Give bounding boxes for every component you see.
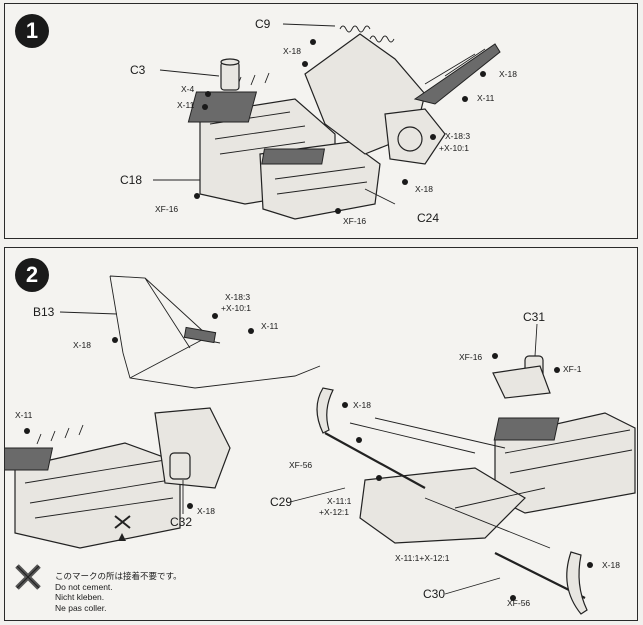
label-x18-top: X-18 (283, 46, 301, 56)
step-number-badge: 1 (15, 14, 49, 48)
label-c32: C32 (170, 515, 192, 529)
left-gearbox (154, 407, 231, 489)
label-x12-1: +X-12:1 (319, 507, 349, 517)
label-x10-1: +X-10:1 (221, 303, 251, 313)
spring-c9 (339, 25, 371, 33)
label-c29: C29 (270, 495, 292, 509)
label-x18-b13: X-18 (73, 340, 91, 350)
label-x18-mid: X-18 (415, 184, 433, 194)
note-en: Do not cement. (55, 581, 113, 592)
label-x11-1: X-11:1 (327, 496, 352, 506)
rollbar-b13 (109, 275, 206, 354)
step-number-badge: 2 (15, 258, 49, 292)
label-xf16-bottom: XF-16 (343, 216, 366, 226)
label-x18-c32: X-18 (197, 506, 215, 516)
label-x11-right: X-11 (477, 93, 495, 103)
label-x11-top: X-11 (261, 321, 279, 331)
label-xf16: XF-16 (459, 352, 482, 362)
note-jp: このマークの所は接着不要です。 (55, 571, 182, 581)
part-c32 (169, 452, 191, 480)
label-b13: B13 (33, 305, 55, 319)
label-x4: X-4 (181, 84, 195, 94)
label-x11-left: X-11 (177, 100, 195, 110)
note-fr: Ne pas coller. (55, 602, 107, 613)
label-c30: C30 (423, 587, 445, 601)
drive-shaft-c29 (324, 432, 426, 489)
label-xf16-left: XF-16 (155, 204, 178, 214)
label-x18-3: X-18:3 (225, 292, 250, 302)
label-c31: C31 (523, 310, 545, 324)
note-de: Nicht kleben. (55, 592, 105, 602)
step-2-diagram: B13 X-18 X-18:3 +X-10:1 X-11 C31 XF-16 X… (5, 275, 636, 615)
label-c24: C24 (417, 211, 439, 225)
label-x10-1: +X-10:1 (439, 143, 469, 153)
label-x11-12: X-11:1+X-12:1 (395, 553, 450, 563)
center-frame (359, 467, 526, 544)
no-cement-note: このマークの所は接着不要です。 Do not cement. Nicht kle… (55, 571, 182, 613)
label-xf56-bottom: XF-56 (507, 598, 530, 608)
label-x18-right: X-18 (499, 69, 517, 79)
no-cement-legend-icon (15, 564, 41, 590)
label-c18: C18 (120, 173, 142, 187)
step-2-panel: 2 (4, 247, 638, 621)
label-xf1: XF-1 (563, 364, 582, 374)
step-1-diagram: C9 C3 C18 C24 X-18 X-4 X-11 X-18 X-11 X-… (120, 17, 517, 226)
label-x11-left: X-11 (15, 410, 33, 420)
wing-strut (413, 43, 501, 105)
left-engine-block (14, 442, 181, 549)
label-x18-3: X-18:3 (445, 131, 470, 141)
label-xf56-left: XF-56 (289, 460, 312, 470)
step-1-panel: 1 C9 (4, 3, 638, 239)
no-cement-marker (114, 515, 131, 541)
part-c3-cylinder (220, 61, 240, 91)
cement-markers (24, 313, 593, 601)
label-x18-left: X-18 (353, 400, 371, 410)
cam-cover (187, 91, 258, 123)
label-c9: C9 (255, 17, 271, 31)
label-c3: C3 (130, 63, 146, 77)
label-x18-right: X-18 (602, 560, 620, 570)
cement-markers (194, 39, 486, 214)
